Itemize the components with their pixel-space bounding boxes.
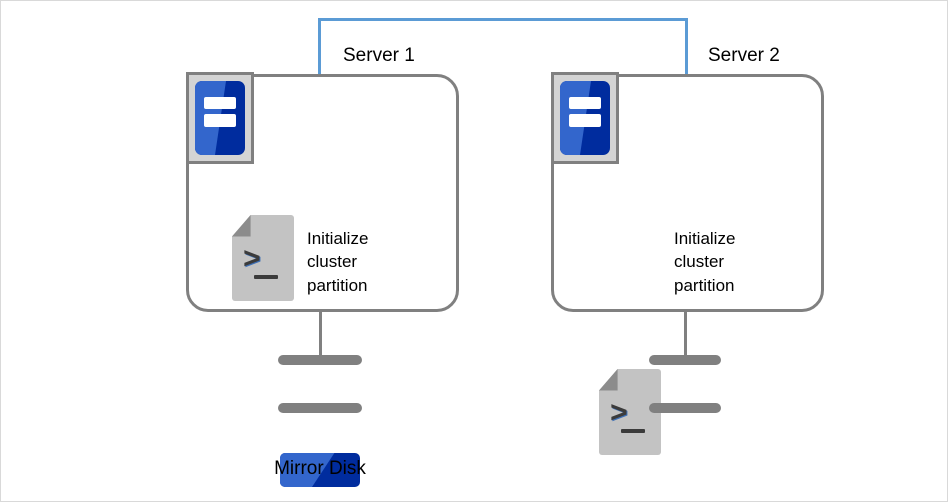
disk-1-bar-middle [278, 403, 362, 413]
disk-1-bar-top [278, 355, 362, 365]
script-cursor-glyph [254, 275, 278, 280]
action-line: partition [307, 275, 368, 295]
server-1-action-text: Initialize cluster partition [307, 227, 368, 297]
action-line: Initialize [674, 229, 736, 248]
server-rack-icon-slot-2 [568, 114, 601, 127]
server-rack-icon-body [560, 81, 610, 155]
disk-1-platter-upper [280, 453, 360, 487]
script-fold-corner [599, 369, 618, 391]
disk-1-label: Mirror Disk [274, 458, 366, 479]
server-1-disk-connector [319, 312, 322, 357]
script-terminal-icon: > [232, 215, 294, 301]
server-rack-icon-slot-1 [568, 96, 601, 110]
action-line: cluster [674, 252, 725, 272]
server-rack-icon-slot-1 [203, 96, 236, 110]
server-rack-icon-body [195, 81, 245, 155]
action-line: partition [674, 275, 735, 295]
server-2-label: Server 2 [708, 45, 780, 66]
server-2-disk-connector [684, 312, 687, 357]
server-rack-icon [186, 72, 254, 164]
script-cursor-glyph [621, 429, 645, 434]
server-2-action-text: Initialize cluster partition [674, 227, 735, 297]
server-rack-icon-slot-2 [203, 114, 236, 127]
server-rack-icon [551, 72, 619, 164]
disk-2-bar-middle [649, 403, 721, 413]
disk-2-bar-top [649, 355, 721, 365]
script-fold-corner [232, 215, 251, 237]
script-prompt-glyph: > [610, 396, 628, 430]
script-prompt-glyph: > [243, 242, 261, 276]
interconnect-link-right-drop [685, 18, 688, 75]
action-line: cluster [307, 252, 358, 272]
server-1-label: Server 1 [343, 45, 415, 66]
interconnect-link-left-drop [318, 18, 321, 75]
interconnect-link-top [318, 18, 688, 21]
action-line: Initialize [307, 229, 369, 248]
